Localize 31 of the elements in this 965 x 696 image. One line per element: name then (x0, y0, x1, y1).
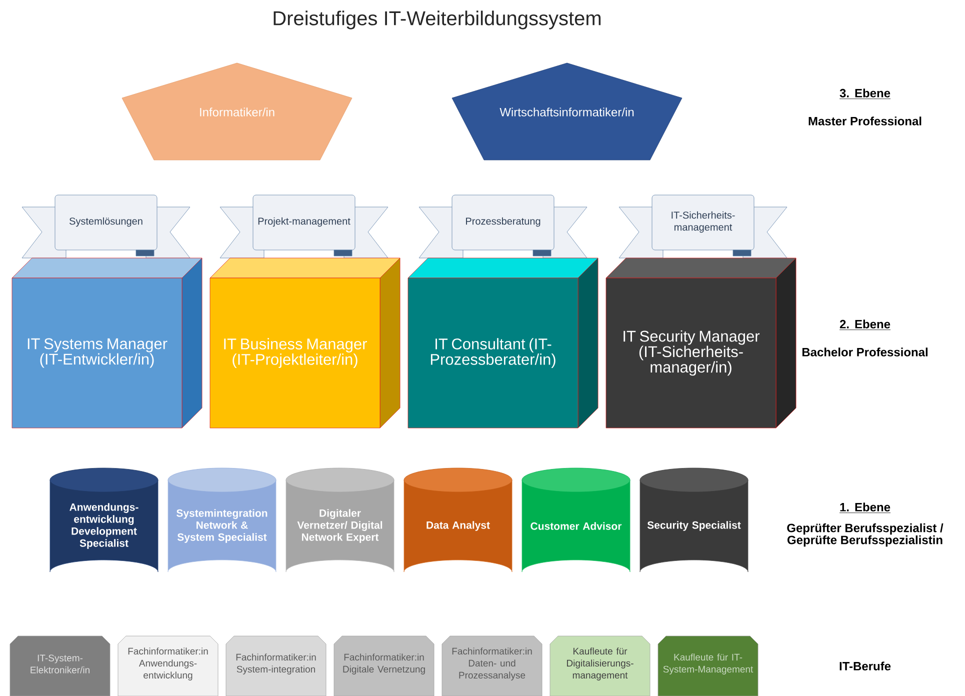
cut-corner-box: Fachinformatiker:in System-integration (226, 636, 326, 696)
cube: IT Consultant (IT- Prozessberater/in) (408, 258, 598, 428)
cut-corner-box: Kaufleute für Digitalisierungs-management (550, 636, 650, 696)
cut-corner-box: Fachinformatiker:in Anwendungs-entwicklung (118, 636, 218, 696)
cylinder: Anwendungs-entwicklung Development Specialist (50, 468, 158, 572)
pentagon: Wirtschaftsinformatiker/in (452, 62, 682, 160)
level-heading: 3. Ebene (839, 88, 891, 100)
cylinder: Systemintegration Network & System Specialist (168, 468, 276, 572)
title: Dreistufiges IT-Weiterbildungssystem (274, 10, 601, 30)
level-heading: 2. Ebene (839, 320, 891, 330)
level-label: Master Professional (808, 116, 922, 126)
level-heading: 1. Ebene (839, 502, 891, 514)
cut-corner-box: Fachinformatiker:in Digitale Vernetzung (334, 636, 434, 696)
cube: IT Security Manager (IT-Sicherheits-manager/in) (606, 258, 796, 428)
banner: Prozessberatung (418, 194, 588, 258)
level-label: Geprüfter Berufsspezialist / Geprüfte Berufsspezialistin (787, 523, 944, 547)
pentagon: Informatiker/in (122, 62, 352, 160)
cut-corner-box: Kaufleute für IT-System-Management (658, 636, 758, 696)
banner: Projekt-management (220, 194, 388, 258)
cut-corner-box: IT-System-Elektroniker/in (10, 636, 110, 696)
level-label: IT-Berufe (840, 662, 891, 670)
banner: Systemlösungen (22, 194, 190, 258)
cube: IT Systems Manager (IT-Entwickler/in) (12, 258, 202, 428)
cylinder: Security Specialist (640, 468, 748, 572)
cylinder: Customer Advisor (522, 468, 630, 572)
level-label: Bachelor Professional (802, 348, 928, 356)
cut-corner-box: Fachinformatiker:in Daten- und Prozessanalyse (442, 636, 542, 696)
cylinder: Digitaler Vernetzer/ Digital Network Expert (286, 468, 394, 572)
cylinder: Data Analyst (404, 468, 512, 572)
banner: IT-Sicherheits-management (618, 194, 788, 258)
cube: IT Business Manager (IT-Projektleiter/in) (210, 258, 400, 428)
